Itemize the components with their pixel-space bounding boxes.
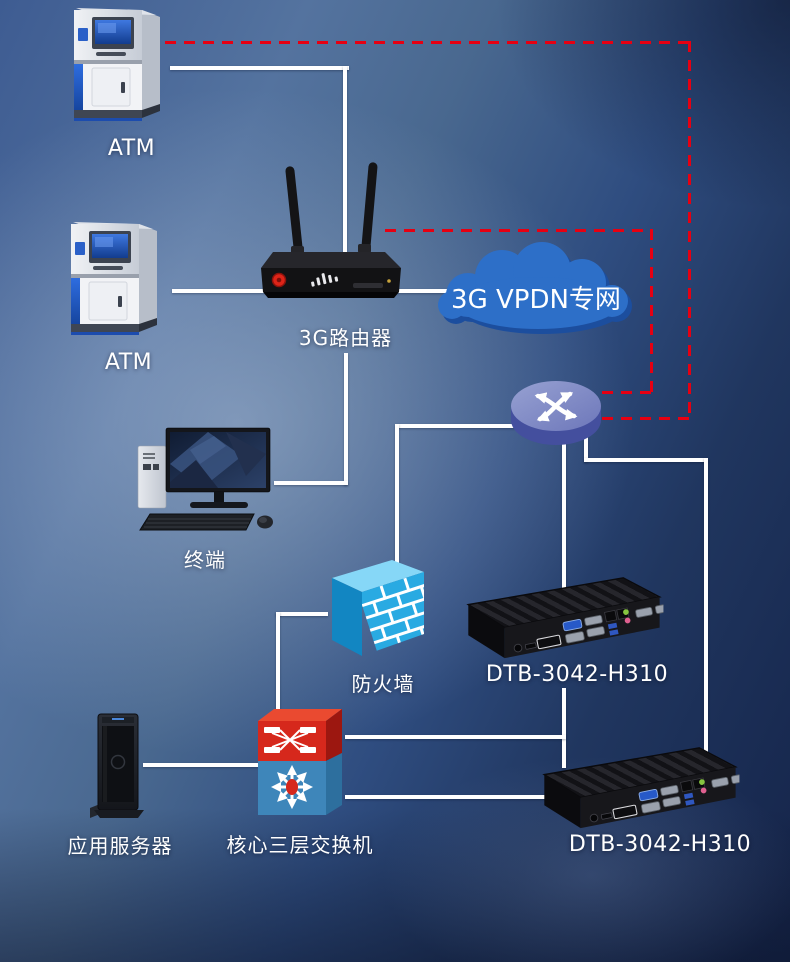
firewall-icon xyxy=(332,560,424,656)
link-pc1-to-switch-v xyxy=(562,688,566,768)
dashed-link-atm-top-to-wan-router-h1 xyxy=(165,41,691,44)
dashed-link-3g-router-to-wan-router-h2 xyxy=(602,391,653,394)
link-wan-router-to-pc2-v1 xyxy=(584,436,588,462)
node-terminal: 终端 xyxy=(130,420,280,573)
node-atm-top: ATM xyxy=(58,4,173,161)
node-label: ATM xyxy=(104,350,153,375)
desktop-computer-icon xyxy=(137,427,273,531)
atm-machine-icon xyxy=(60,4,172,130)
atm-machine-icon xyxy=(57,218,169,344)
node-label: 应用服务器 xyxy=(67,834,173,858)
link-atm-top-to-3g-router-h xyxy=(170,66,349,70)
node-label: 防火墙 xyxy=(351,672,415,696)
layer3-switch-icon xyxy=(258,709,342,815)
node-atm-bottom: ATM xyxy=(55,218,170,375)
link-atm-top-to-3g-router-v xyxy=(343,66,347,252)
industrial-pc-icon xyxy=(460,574,666,662)
node-label: 3G路由器 xyxy=(298,326,393,350)
cloud-icon: 3G VPDN专网 xyxy=(438,242,632,334)
link-switch-to-pc2 xyxy=(345,795,550,799)
node-firewall: 防火墙 xyxy=(316,556,432,697)
link-server-to-switch xyxy=(143,763,262,767)
dashed-link-3g-router-to-wan-router-h1 xyxy=(385,229,653,232)
link-atm-bottom-to-3g-router xyxy=(172,289,290,293)
industrial-pc-icon xyxy=(536,744,742,832)
link-firewall-to-switch-v xyxy=(276,612,280,716)
node-vpdn-cloud: 3G VPDN专网 xyxy=(430,242,640,335)
node-industrial-pc-bottom: DTB-3042-H310 xyxy=(536,744,751,857)
link-3g-router-to-terminal-h xyxy=(274,481,348,485)
node-industrial-pc-top: DTB-3042-H310 xyxy=(460,574,669,687)
cloud-label: 3G VPDN专网 xyxy=(451,285,621,315)
dashed-link-atm-top-to-wan-router-h2 xyxy=(602,417,691,420)
node-label: 终端 xyxy=(184,548,226,572)
link-wan-router-to-pc1 xyxy=(562,436,566,588)
node-wan-router xyxy=(506,368,606,448)
link-3g-router-to-cloud xyxy=(389,289,460,293)
node-label: DTB-3042-H310 xyxy=(485,662,669,687)
link-pc1-to-switch-h xyxy=(345,735,566,739)
node-label: 核心三层交换机 xyxy=(226,833,374,857)
link-wan-router-to-firewall-h xyxy=(397,424,517,428)
dashed-link-atm-top-to-wan-router-v xyxy=(688,41,691,420)
link-firewall-to-switch-h xyxy=(276,612,328,616)
node-label: DTB-3042-H310 xyxy=(568,832,752,857)
node-app-server: 应用服务器 xyxy=(68,712,172,859)
link-3g-router-to-terminal-v xyxy=(344,353,348,485)
tower-server-icon xyxy=(90,713,144,818)
dashed-link-3g-router-to-wan-router-v xyxy=(650,229,653,394)
node-3g-router: 3G路由器 xyxy=(248,160,413,351)
node-core-switch: 核心三层交换机 xyxy=(227,703,373,858)
router-icon xyxy=(511,381,601,445)
link-wan-router-to-firewall-v xyxy=(395,424,399,569)
link-wan-router-to-pc2-v2 xyxy=(704,458,708,758)
wireless-router-icon xyxy=(260,162,401,298)
link-wan-router-to-pc2-h xyxy=(584,458,708,462)
node-label: ATM xyxy=(107,136,156,161)
